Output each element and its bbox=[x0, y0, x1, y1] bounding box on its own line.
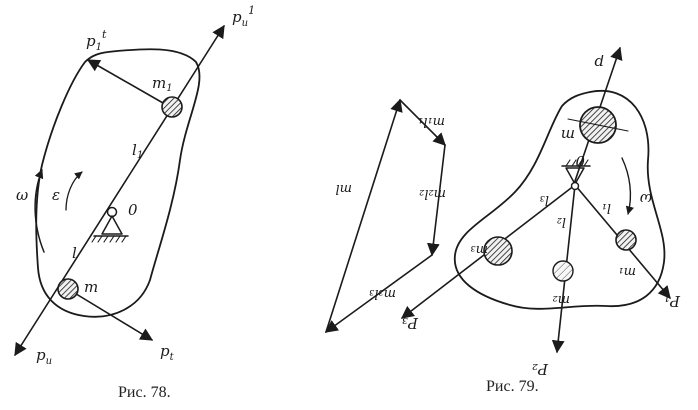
label-m1-79: m₁ bbox=[618, 264, 636, 279]
label-l: l bbox=[72, 244, 77, 262]
label-p2-79: P₂ bbox=[532, 360, 549, 378]
pivot-support bbox=[101, 215, 123, 235]
pivot-o-79 bbox=[570, 181, 580, 191]
label-m1l1: m₁l₁ bbox=[418, 114, 445, 129]
label-m3-79: m₃ bbox=[470, 242, 488, 257]
label-omega: ω bbox=[16, 186, 28, 204]
mass-m2-79 bbox=[552, 260, 574, 282]
label-p-top-79: p bbox=[594, 54, 604, 72]
label-ml: ml bbox=[336, 181, 353, 196]
mass-m1 bbox=[161, 96, 183, 118]
caption-fig79: Рис. 79. bbox=[486, 378, 539, 395]
tangential-force-bottom bbox=[67, 288, 154, 341]
omega-arc-79 bbox=[621, 157, 634, 215]
pivot-o bbox=[106, 206, 118, 218]
figure-78: pи1 p1t m1 l1 ω ε 0 l m pи pt Рис. 78. bbox=[14, 4, 255, 401]
label-l1: l1 bbox=[132, 141, 143, 161]
mass-m3-79 bbox=[483, 236, 513, 266]
mass-m1-79 bbox=[615, 229, 637, 251]
pivot-support-79 bbox=[565, 167, 585, 185]
label-m-79: m bbox=[561, 126, 575, 144]
label-o-79: 0 bbox=[575, 152, 585, 170]
label-l2-79: l₂ bbox=[557, 214, 566, 229]
label-p3-79: P₃ bbox=[402, 314, 419, 332]
label-m2l2: m₂l₂ bbox=[419, 186, 446, 201]
support-hatch bbox=[91, 235, 127, 243]
label-pu-top: pи1 bbox=[232, 4, 255, 29]
rigid-body-outline-79 bbox=[454, 89, 666, 310]
label-pt-bottom: pt bbox=[160, 342, 175, 363]
force-polygon: ml m₁l₁ m₂l₂ m₃l₃ bbox=[324, 98, 446, 333]
omega-arc bbox=[34, 169, 45, 253]
label-m1: m1 bbox=[152, 74, 173, 94]
label-pt-top: p1t bbox=[86, 28, 107, 53]
label-omega-79: ω bbox=[640, 190, 652, 208]
label-epsilon: ε bbox=[52, 186, 60, 204]
mass-m bbox=[57, 278, 79, 300]
label-pu-bottom: pи bbox=[36, 346, 52, 367]
rigid-body-outline bbox=[35, 48, 201, 318]
label-l1-79: l₁ bbox=[602, 200, 611, 215]
epsilon-arc bbox=[65, 171, 83, 211]
label-m2-79: m₂ bbox=[552, 292, 570, 307]
label-m: m bbox=[84, 278, 98, 296]
centrifugal-line bbox=[14, 24, 225, 357]
label-l3-79: l₃ bbox=[540, 192, 549, 207]
tangential-force-top bbox=[86, 59, 171, 108]
label-o: 0 bbox=[128, 201, 138, 219]
caption-fig78: Рис. 78. bbox=[118, 384, 171, 401]
label-m3l3: m₃l₃ bbox=[369, 286, 396, 301]
figure-79-body: p m 0 ω l₁ l₂ l₃ m₁ m₂ m₃ P₁ P₂ P₃ Рис. … bbox=[400, 46, 681, 395]
label-p1-79: P₁ bbox=[664, 292, 681, 310]
